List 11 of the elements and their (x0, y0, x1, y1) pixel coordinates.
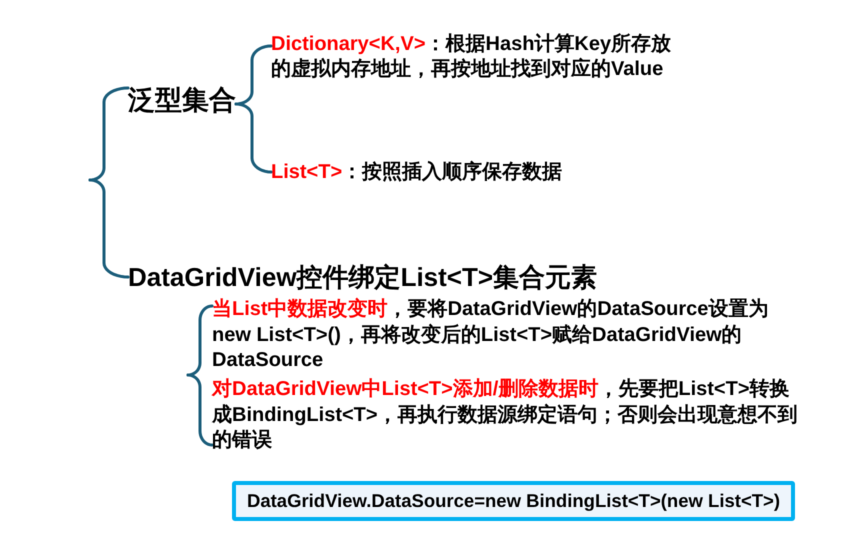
topic-text: DataGridView控件绑定List<T>集合元素 (128, 262, 598, 292)
code-box (232, 481, 795, 521)
brace-connector (88, 178, 130, 278)
brace-connector (186, 374, 214, 446)
brace-connector (234, 102, 272, 174)
note-text: 对DataGridView中List<T>添加/删除数据时，先要把List<T>转换成BindingList<T>，再执行数据源绑定语句；否则会出现意想不到的错误 (212, 377, 802, 454)
definition-text: Dictionary<K,V>：根据Hash计算Key所存放的虚拟内存地址，再按地址找到对应的Value (271, 32, 679, 82)
code-text: DataGridView.DataSource=new BindingList<T>(new List<T>) (246, 490, 780, 512)
note-text: 当List中数据改变时，要将DataGridView的DataSource设置为new List<T>()，再将改变后的List<T>赋给DataGridView的DataSource (212, 297, 802, 374)
topic-text: 泛型集合 (128, 84, 236, 116)
definition-text: List<T>：按照插入顺序保存数据 (271, 160, 651, 185)
